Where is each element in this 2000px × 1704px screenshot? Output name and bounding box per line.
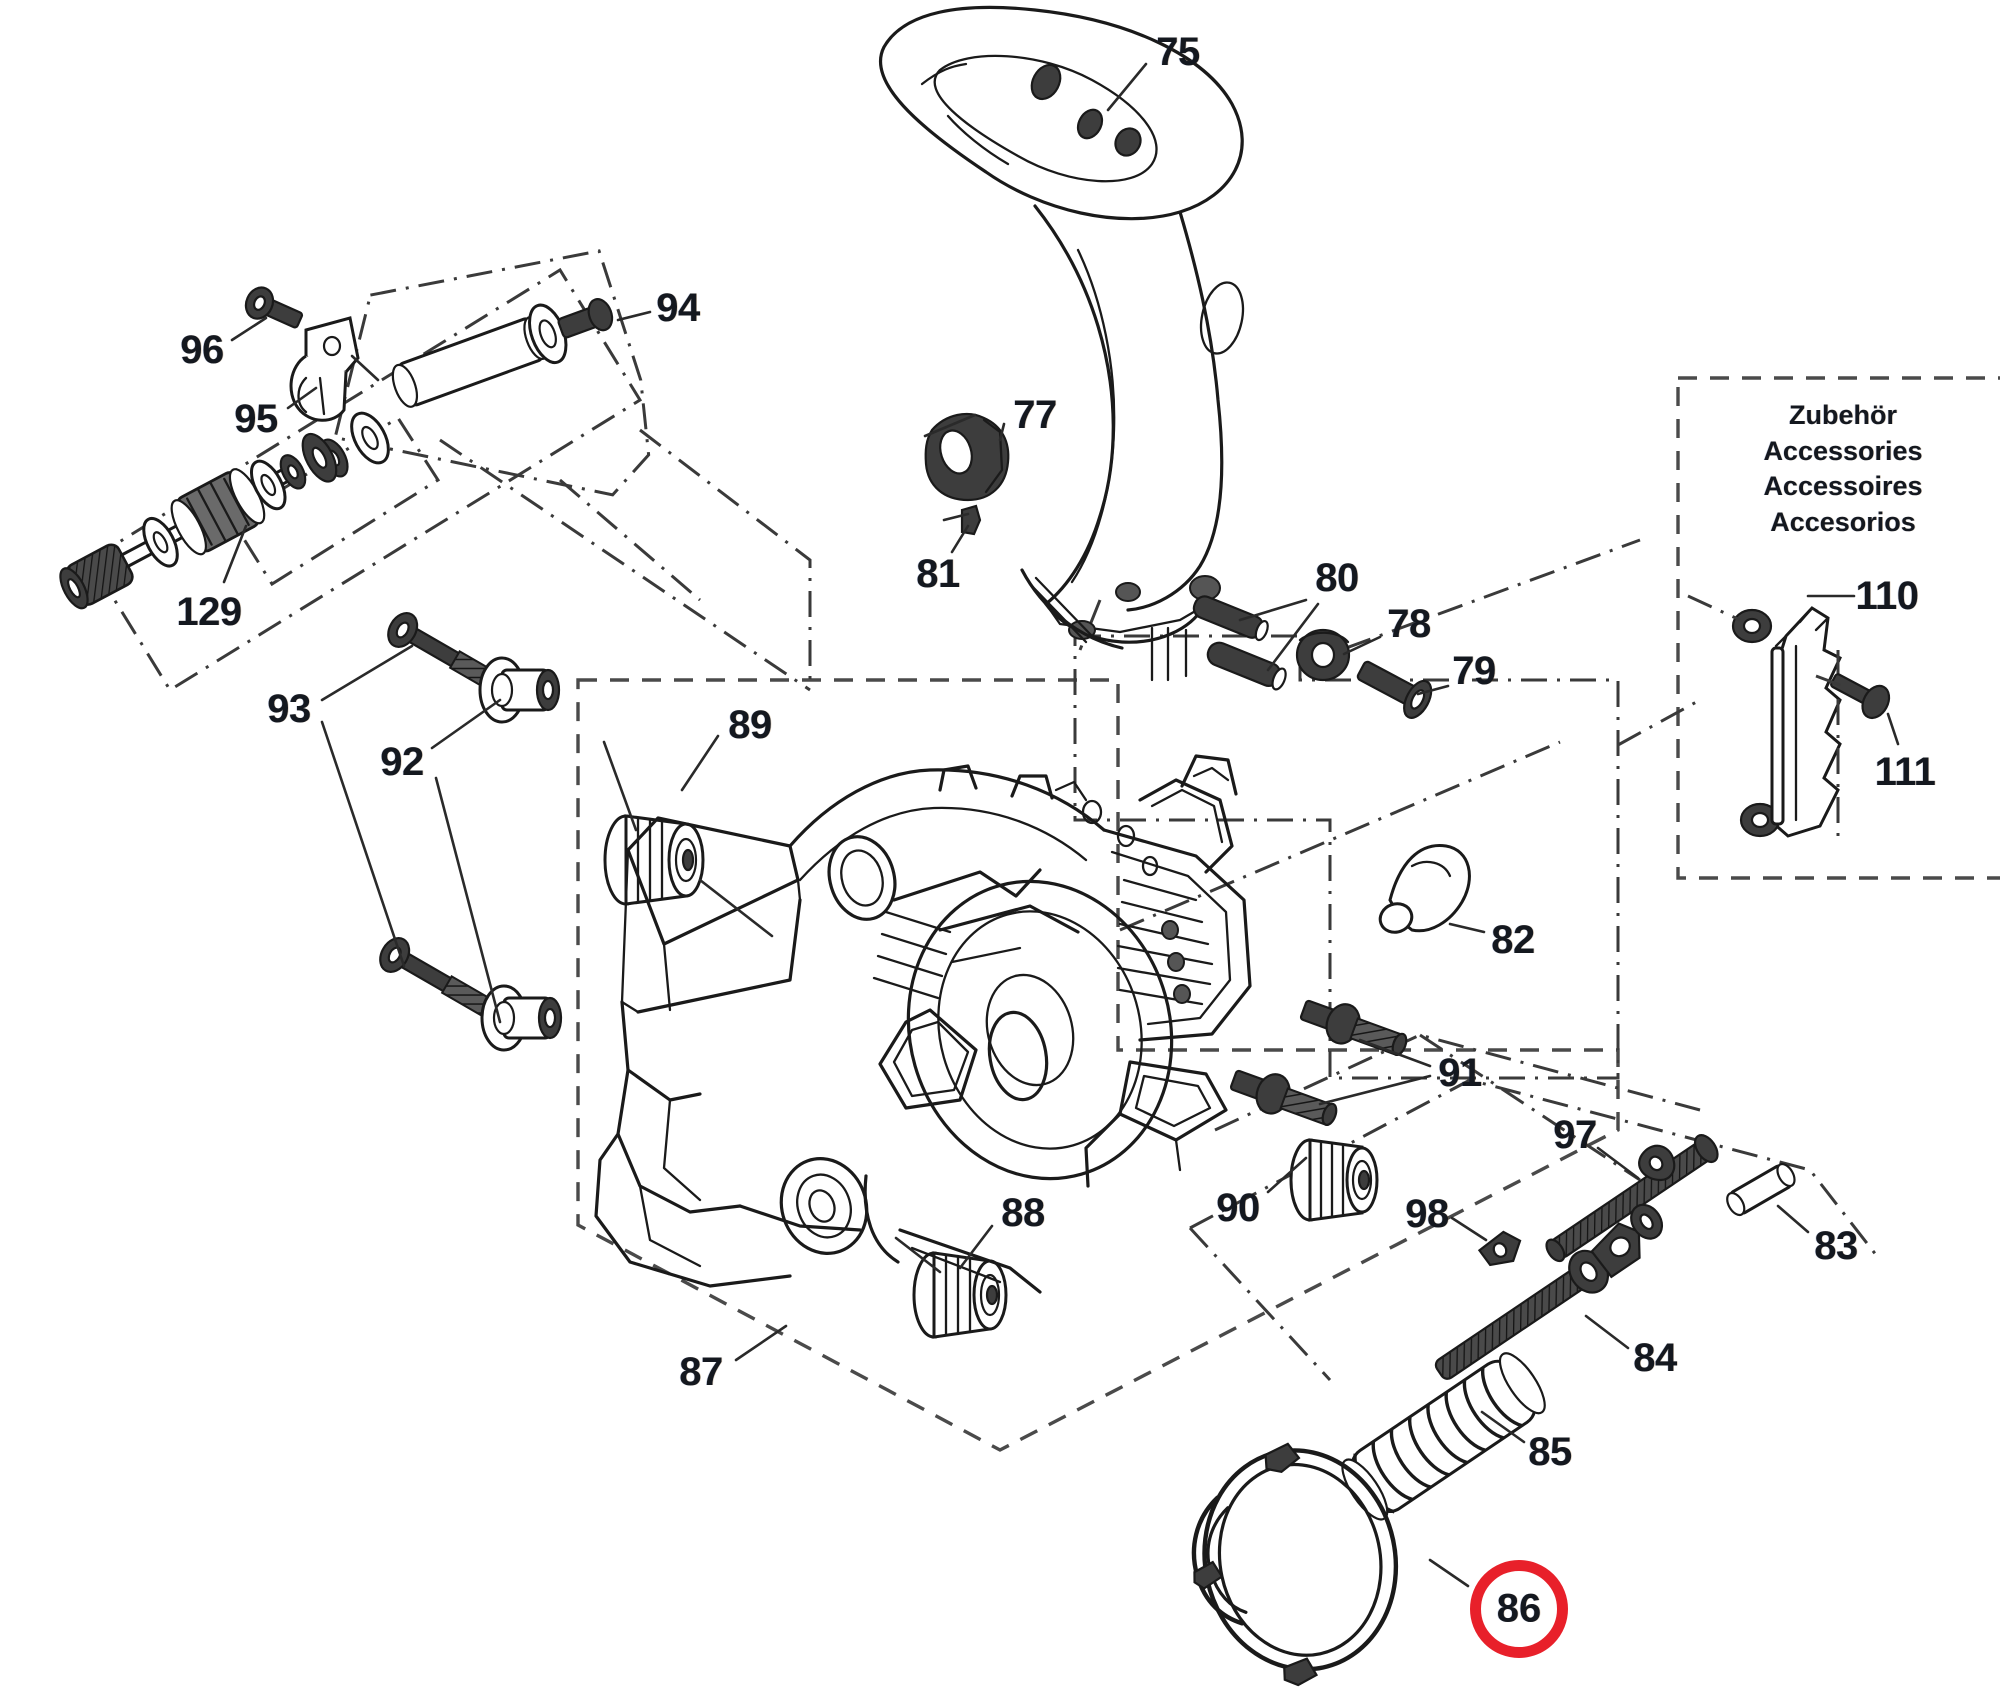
callout-94[interactable]: 94: [656, 286, 700, 330]
part-95-clamp-bracket: [289, 316, 360, 422]
part-129-worm-drive-assembly: [59, 432, 338, 610]
accessories-line-de: Zubehör: [1789, 400, 1897, 430]
part-111-spike-screw: [1815, 673, 1891, 720]
group-box-94: [333, 249, 651, 497]
part-89-av-buffer-upper: [603, 814, 705, 906]
group-box-brake: [1188, 1033, 1882, 1382]
part-80-sleeve-pins: [1192, 595, 1287, 691]
accessories-box-title: Zubehör Accessories Accessoires Accesori…: [1763, 398, 1922, 541]
callout-79[interactable]: 79: [1452, 649, 1496, 693]
callout-96[interactable]: 96: [180, 328, 224, 372]
callout-93[interactable]: 93: [267, 687, 311, 731]
callout-82[interactable]: 82: [1491, 918, 1535, 962]
part-78-grommet: [1295, 628, 1351, 682]
callout-77[interactable]: 77: [1013, 393, 1057, 437]
callout-78[interactable]: 78: [1387, 602, 1431, 646]
part-94-oil-pump-assembly: [319, 298, 614, 478]
part-90-av-buffer-mid: [1289, 1138, 1379, 1222]
callout-84[interactable]: 84: [1633, 1336, 1677, 1380]
part-82-oil-hose: [1378, 844, 1471, 934]
group-box-87: [576, 678, 1620, 1452]
callout-97[interactable]: 97: [1553, 1113, 1597, 1157]
accessories-line-fr: Accessoires: [1763, 471, 1923, 502]
callout-81[interactable]: 81: [916, 552, 960, 596]
assembly-centerlines: [439, 428, 1701, 932]
callout-92[interactable]: 92: [380, 740, 424, 784]
callout-75[interactable]: 75: [1156, 30, 1200, 74]
part-75-rear-handle: [878, 5, 1245, 682]
part-110-bumper-spike: [1687, 594, 1842, 846]
callout-98[interactable]: 98: [1405, 1192, 1449, 1236]
callout-95[interactable]: 95: [234, 397, 278, 441]
part-79-screw: [1356, 660, 1433, 719]
callout-111[interactable]: 111: [1874, 750, 1936, 794]
callout-129[interactable]: 129: [176, 590, 242, 634]
part-86-brake-band: [1191, 1442, 1399, 1687]
group-box-129-inner: [229, 415, 441, 587]
part-88-av-buffer-lower: [912, 1251, 1008, 1339]
group-box-handle-region: [1073, 634, 1620, 1080]
part-77-annular-buffer: [924, 412, 1010, 502]
part-92-spacer-bushings: [478, 656, 563, 1052]
callout-91[interactable]: 91: [1438, 1051, 1482, 1095]
highlight-ring-86: [1470, 1560, 1568, 1658]
part-96-screw: [244, 286, 304, 329]
callout-87[interactable]: 87: [679, 1350, 723, 1394]
leader-lines: [222, 62, 1900, 1588]
callout-80[interactable]: 80: [1315, 556, 1359, 600]
part-91-collar-screws: [1229, 999, 1408, 1127]
part-85-brake-spring: [1341, 1352, 1546, 1521]
callout-110[interactable]: 110: [1855, 574, 1919, 618]
part-87-crankcase-housing: [594, 754, 1252, 1294]
accessories-dashed-box: [1676, 376, 2000, 880]
callout-88[interactable]: 88: [1001, 1191, 1045, 1235]
callout-90[interactable]: 90: [1216, 1186, 1260, 1230]
callout-89[interactable]: 89: [728, 703, 772, 747]
part-83-sleeve: [1726, 1162, 1796, 1217]
callout-86[interactable]: 86: [1496, 1586, 1542, 1631]
accessories-line-en: Accessories: [1763, 435, 1923, 466]
callout-85[interactable]: 85: [1528, 1430, 1572, 1474]
accessories-line-es: Accesorios: [1770, 506, 1916, 537]
part-84-brake-linkage: [1434, 1144, 1676, 1380]
part-98-spring-end: [1477, 1230, 1522, 1267]
callout-83[interactable]: 83: [1814, 1224, 1858, 1268]
